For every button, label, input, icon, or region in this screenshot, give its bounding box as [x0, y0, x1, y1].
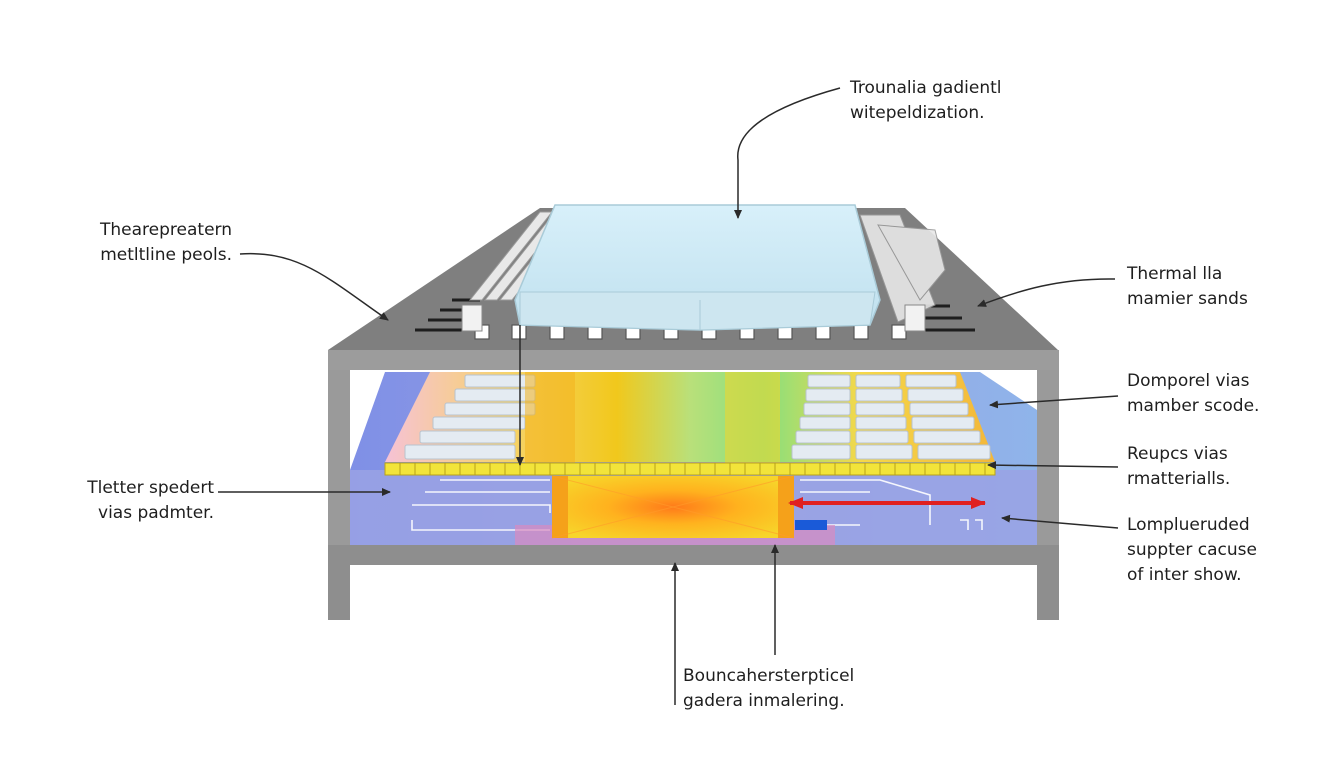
label-left-bottom: Tletter spedert vias padmter. — [50, 476, 214, 526]
label-right-3: Reupcs vias rmatterialls. — [1127, 442, 1230, 492]
label-top: Trounalia gadientl witepeldization. — [850, 76, 1001, 126]
label-left-bottom-line1: Tletter spedert — [50, 476, 214, 501]
label-right-2: Domporel vias mamber scode. — [1127, 369, 1259, 419]
label-right-2-line1: Domporel vias — [1127, 369, 1259, 394]
label-left-top: Thearepreatern metltline peols. — [60, 218, 232, 268]
frame-rails — [328, 545, 1059, 565]
label-right-2-line2: mamber scode. — [1127, 394, 1259, 419]
label-bottom-line1: Bouncahersterpticel — [683, 664, 854, 689]
label-top-line1: Trounalia gadientl — [850, 76, 1001, 101]
glass-lid — [515, 205, 880, 330]
label-bottom-line2: gadera inmalering. — [683, 689, 854, 714]
label-top-line2: witepeldization. — [850, 101, 1001, 126]
label-left-bottom-line2: vias padmter. — [50, 501, 214, 526]
leader-top — [738, 88, 840, 218]
label-right-4-line1: Lomplueruded — [1127, 513, 1257, 538]
heatmap-band — [385, 372, 995, 475]
label-bottom: Bouncahersterpticel gadera inmalering. — [683, 664, 854, 714]
leader-left-top — [240, 254, 388, 320]
label-right-3-line2: rmatterialls. — [1127, 467, 1230, 492]
label-right-4-line3: of inter show. — [1127, 563, 1257, 588]
label-right-1: Thermal lla mamier sands — [1127, 262, 1248, 312]
label-right-4: Lomplueruded suppter cacuse of inter sho… — [1127, 513, 1257, 588]
hotspot-block — [552, 476, 827, 538]
label-right-1-line2: mamier sands — [1127, 287, 1248, 312]
label-right-1-line1: Thermal lla — [1127, 262, 1248, 287]
label-right-3-line1: Reupcs vias — [1127, 442, 1230, 467]
label-right-4-line2: suppter cacuse — [1127, 538, 1257, 563]
label-left-top-line1: Thearepreatern — [60, 218, 232, 243]
label-left-top-line2: metltline peols. — [60, 243, 232, 268]
